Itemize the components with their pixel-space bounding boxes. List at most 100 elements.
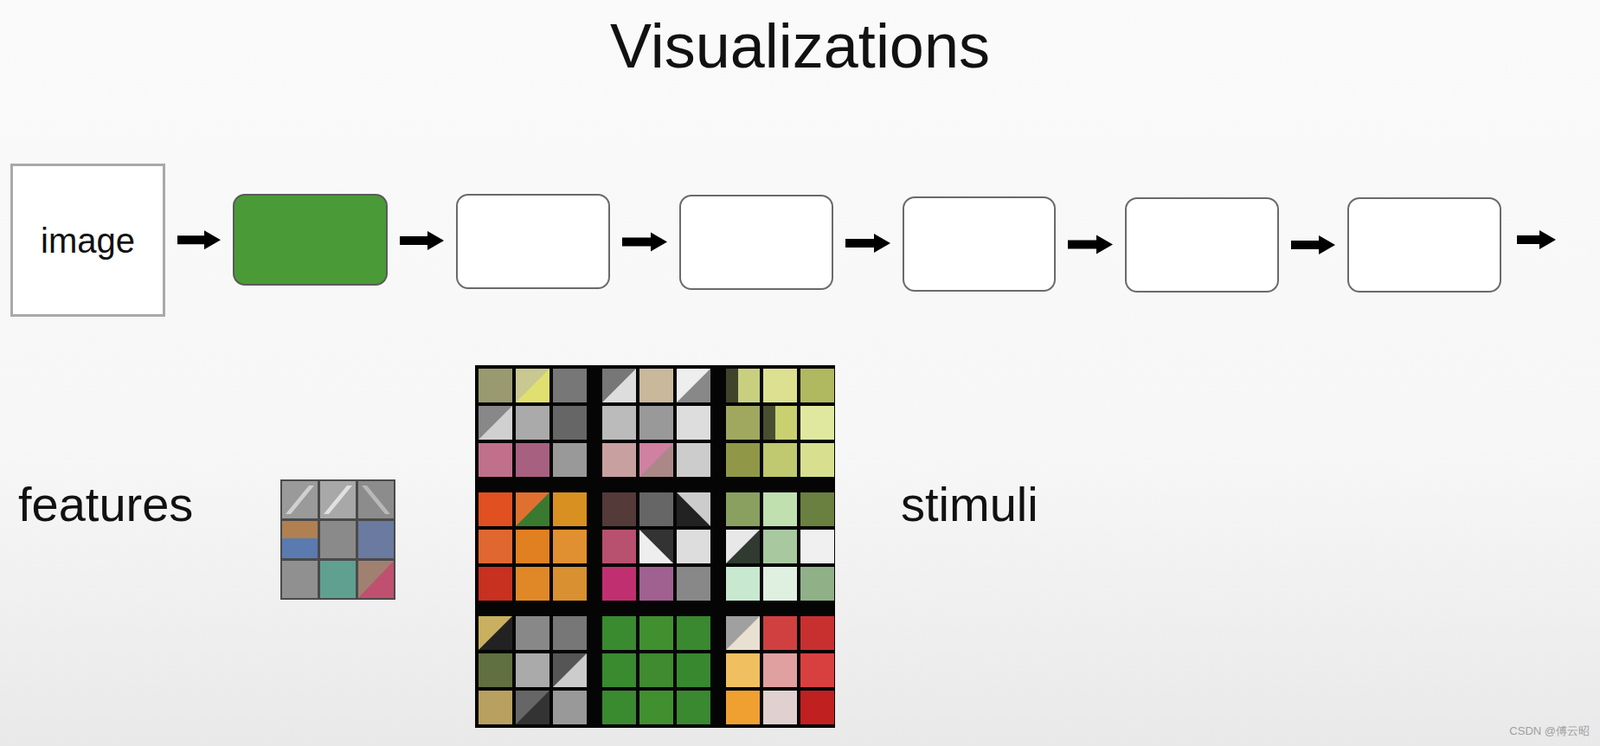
stimulus-patch bbox=[639, 443, 674, 477]
filter-stroke bbox=[358, 560, 394, 598]
stimulus-patch bbox=[515, 690, 550, 725]
flow-arrow bbox=[622, 232, 668, 252]
stimulus-patch bbox=[763, 690, 797, 725]
stimulus-edge bbox=[676, 368, 711, 403]
stimulus-patch bbox=[800, 368, 835, 403]
filter-stroke bbox=[285, 485, 315, 515]
stimulus-patch bbox=[602, 616, 637, 650]
stimulus-patch bbox=[602, 653, 637, 688]
stimulus-patch bbox=[726, 529, 760, 564]
arrow-shaft bbox=[177, 235, 206, 245]
filter-stroke bbox=[323, 485, 353, 515]
flow-arrow bbox=[1067, 235, 1113, 255]
stimulus-patch bbox=[763, 443, 797, 477]
stimulus-patch bbox=[478, 529, 513, 564]
stimulus-patch bbox=[726, 616, 760, 650]
stimulus-patch bbox=[726, 443, 760, 477]
flow-arrow bbox=[399, 231, 444, 251]
stimulus-patch bbox=[800, 443, 835, 477]
stimulus-patch bbox=[639, 529, 674, 564]
stimulus-patch bbox=[515, 443, 550, 477]
stimulus-patch bbox=[639, 368, 674, 403]
flow-arrow bbox=[1291, 235, 1336, 255]
stimulus-patch bbox=[478, 405, 513, 440]
diagram-title: Visualizations bbox=[0, 12, 1600, 81]
stimulus-patch bbox=[639, 653, 674, 688]
stimulus-patch bbox=[800, 653, 835, 688]
stimulus-patch bbox=[515, 616, 550, 650]
stimulus-patch bbox=[763, 368, 797, 403]
watermark: CSDN @傅云昭 bbox=[1509, 725, 1590, 738]
stimulus-patch bbox=[552, 690, 587, 725]
row-label: stimuli bbox=[900, 477, 1039, 532]
stimulus-patch bbox=[676, 405, 711, 440]
stimulus-edge bbox=[602, 368, 637, 403]
stimulus-edge bbox=[726, 616, 760, 650]
stimulus-edge bbox=[726, 368, 739, 403]
arrow-shaft bbox=[622, 237, 653, 247]
stimulus-patch bbox=[552, 405, 587, 440]
filter-patch bbox=[358, 560, 394, 598]
stimulus-patch bbox=[676, 690, 711, 725]
arrow-shaft bbox=[845, 238, 876, 248]
stimulus-patch bbox=[639, 690, 674, 725]
stimulus-patch bbox=[552, 368, 587, 403]
node-text: image bbox=[40, 220, 135, 261]
flow-arrow bbox=[177, 230, 221, 250]
layer-block bbox=[679, 194, 834, 290]
filter-stroke bbox=[361, 485, 391, 515]
stimulus-patch bbox=[800, 405, 835, 440]
stimuli-mosaic bbox=[475, 365, 836, 728]
stimulus-edge bbox=[726, 529, 760, 564]
stimulus-patch bbox=[800, 690, 835, 725]
layer-block bbox=[1124, 197, 1279, 293]
stimulus-patch bbox=[763, 529, 797, 564]
stimulus-patch bbox=[552, 492, 587, 527]
stimulus-patch bbox=[515, 368, 550, 403]
stimulus-patch bbox=[676, 368, 711, 403]
stimulus-patch bbox=[552, 653, 587, 688]
stimulus-edge bbox=[478, 405, 513, 440]
stimulus-patch bbox=[478, 492, 513, 527]
filter-patch bbox=[320, 520, 356, 559]
stimulus-patch bbox=[602, 443, 637, 477]
stimulus-patch bbox=[515, 566, 550, 601]
stimulus-edge bbox=[552, 653, 587, 688]
stimulus-patch bbox=[602, 492, 637, 527]
stimulus-patch bbox=[726, 653, 760, 688]
stimulus-patch bbox=[676, 492, 711, 527]
filter-patch bbox=[320, 481, 356, 519]
arrow-head bbox=[1539, 230, 1556, 250]
filter-patch bbox=[282, 560, 318, 598]
stimulus-patch bbox=[639, 616, 674, 650]
arrow-head bbox=[1096, 235, 1113, 255]
stimulus-patch bbox=[763, 616, 797, 650]
arrow-head bbox=[204, 230, 221, 250]
stimulus-patch bbox=[515, 653, 550, 688]
input-box: image bbox=[10, 163, 166, 317]
stimulus-patch bbox=[478, 616, 513, 650]
stimulus-patch bbox=[552, 566, 587, 601]
trailing-arrow bbox=[1516, 230, 1556, 250]
stimulus-patch bbox=[676, 529, 711, 564]
stimulus-patch bbox=[552, 443, 587, 477]
stimulus-edge bbox=[763, 405, 776, 440]
stimulus-patch bbox=[602, 405, 637, 440]
stimulus-patch bbox=[763, 653, 797, 688]
stimulus-edge bbox=[515, 690, 550, 725]
stimulus-patch bbox=[515, 529, 550, 564]
stimulus-patch bbox=[602, 529, 637, 564]
stimulus-patch bbox=[763, 405, 797, 440]
arrow-shaft bbox=[1516, 235, 1542, 245]
stimulus-patch bbox=[726, 368, 760, 403]
flow-arrow bbox=[845, 233, 891, 253]
layer-block bbox=[902, 196, 1056, 292]
stimulus-patch bbox=[676, 566, 711, 601]
stimulus-patch bbox=[515, 405, 550, 440]
filter-patch bbox=[282, 481, 318, 519]
stimulus-patch bbox=[800, 616, 835, 650]
stimulus-patch bbox=[478, 368, 513, 403]
stimulus-patch bbox=[639, 405, 674, 440]
filter-patch bbox=[358, 481, 394, 519]
